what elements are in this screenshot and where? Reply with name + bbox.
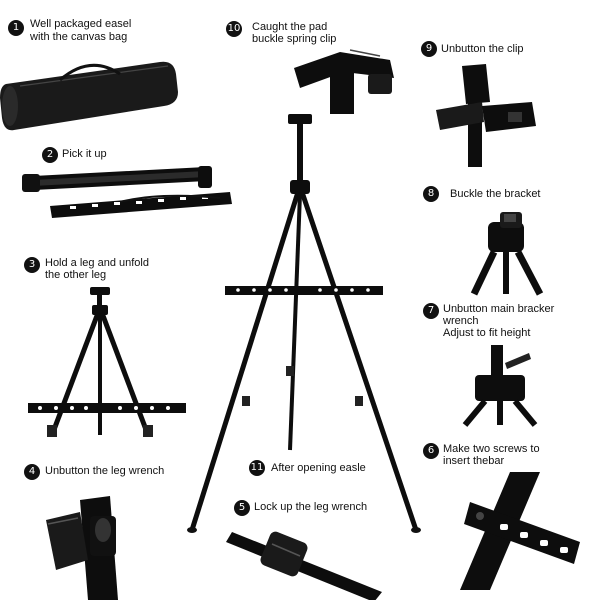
- step-number-badge: 11: [249, 460, 265, 476]
- step-caption-line: Well packaged easel: [30, 18, 132, 30]
- folded-easel-icon: [22, 166, 232, 218]
- step-caption-line: with the canvas bag: [30, 31, 128, 43]
- canvas-bag-icon: [0, 61, 178, 131]
- main-bracket-icon: [462, 345, 538, 427]
- bar-screws-icon: [460, 472, 580, 590]
- spring-clip-icon: [294, 49, 394, 114]
- step-number-badge: 10: [226, 21, 242, 37]
- step-number-badge: 4: [24, 464, 40, 480]
- step-caption-line: Unbutton the clip: [441, 43, 524, 55]
- step-caption-line: After opening easle: [271, 462, 366, 474]
- step-caption-line: buckle spring clip: [252, 33, 337, 45]
- step-number-badge: 8: [423, 186, 439, 202]
- step-number-badge: 5: [234, 500, 250, 516]
- step-number-badge: 7: [423, 303, 439, 319]
- step-caption-line: Pick it up: [62, 148, 107, 160]
- step-caption-line: Adjust to fit height: [443, 327, 531, 339]
- small-easel-icon: [28, 287, 186, 437]
- step-caption-line: Caught the pad: [252, 21, 328, 33]
- step-caption-line: wrench: [443, 315, 479, 327]
- step-caption-line: Lock up the leg wrench: [254, 501, 368, 513]
- step-number-badge: 1: [8, 20, 24, 36]
- main-easel-icon: [187, 114, 421, 533]
- leg-wrench-locked-icon: [226, 531, 382, 600]
- step-number-badge: 6: [423, 443, 439, 459]
- step-caption-line: insert thebar: [443, 455, 505, 467]
- step-caption-line: Unbutton main bracker: [443, 303, 555, 315]
- step-caption-line: Hold a leg and unfold: [45, 257, 149, 269]
- step-number-badge: 3: [24, 257, 40, 273]
- step-caption-line: Buckle the bracket: [450, 188, 541, 200]
- step-caption-line: the other leg: [45, 269, 107, 281]
- step-caption-line: Unbutton the leg wrench: [45, 465, 165, 477]
- step-number-badge: 2: [42, 147, 58, 163]
- step-number-badge: 9: [421, 41, 437, 57]
- step-caption-line: Make two screws to: [443, 443, 540, 455]
- clip-icon: [436, 64, 536, 167]
- bracket-buckle-icon: [470, 212, 544, 296]
- leg-wrench-open-icon: [46, 496, 118, 600]
